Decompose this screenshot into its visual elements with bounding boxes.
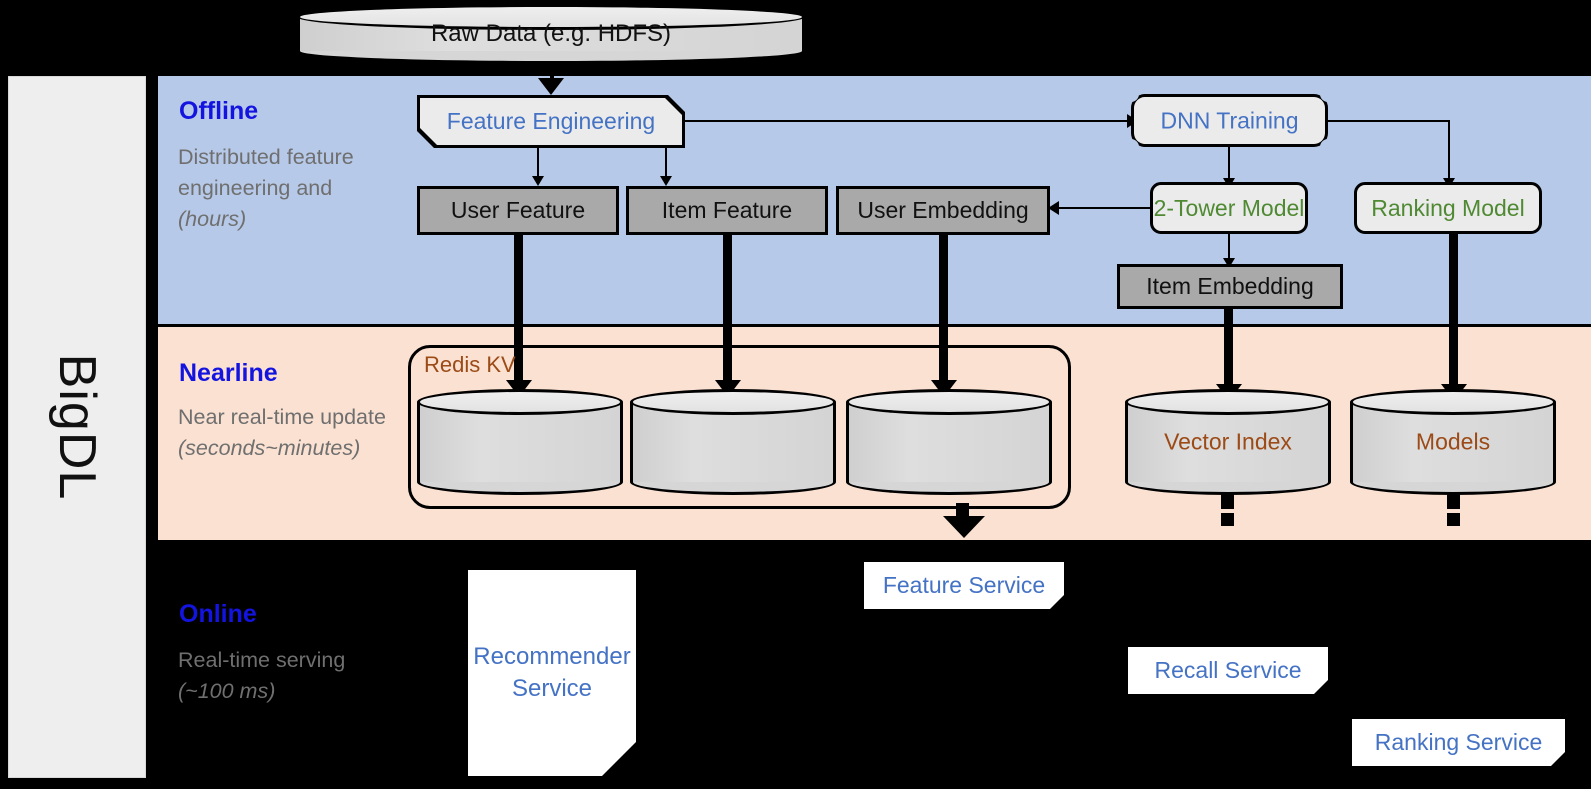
raw-data-cylinder: Raw Data (e.g. HDFS) (297, 4, 805, 64)
nearline-latency: (seconds~minutes) (178, 436, 361, 460)
dnn-training-box[interactable]: DNN Training (1123, 86, 1336, 155)
cylinder-body (630, 402, 836, 482)
arrowhead-fe-itemfeature (660, 176, 672, 186)
bigdl-framework-rail: BigDL (8, 76, 146, 778)
user-feature-label: User Feature (450, 197, 586, 224)
feature-engineering-inner: Feature Engineering (420, 98, 682, 145)
ranking-model-label: Ranking Model (1371, 194, 1525, 221)
page-fold-icon (1314, 680, 1328, 694)
stage-description-online: Real-time serving (~100 ms) (178, 645, 358, 707)
two-tower-model-label: 2-Tower Model (1153, 194, 1305, 221)
offline-desc-text: Distributed feature engineering and (178, 145, 354, 200)
dash-models-1 (1447, 492, 1460, 509)
item-feature-box[interactable]: Item Feature (626, 186, 828, 235)
item-embedding-box[interactable]: Item Embedding (1117, 264, 1343, 309)
connector-dnn-twotower (1228, 147, 1230, 180)
dnn-training-inner (1134, 97, 1325, 144)
feature-service-card[interactable]: Feature Service (864, 562, 1064, 609)
raw-data-label: Raw Data (e.g. HDFS) (430, 20, 672, 47)
arrowhead-twotower-itemembedding (1223, 258, 1235, 268)
recommender-service-label: Recommender Service (473, 642, 631, 702)
page-fold-icon (1551, 752, 1565, 766)
two-tower-model-box[interactable]: 2-Tower Model (1150, 182, 1308, 234)
ranking-model-box[interactable]: Ranking Model (1354, 182, 1542, 234)
connector-fe-userfeature (537, 148, 539, 178)
pipe-rankingmodel-models (1449, 233, 1458, 391)
bigdl-label: BigDL (48, 353, 106, 501)
nearline-desc-text: Near real-time update (178, 405, 386, 429)
cylinder-top (1350, 389, 1556, 415)
item-feature-store-cylinder[interactable] (630, 389, 836, 495)
arrowhead-twotower-userembedding (1048, 201, 1059, 215)
dnn-training-label: DNN Training (1160, 107, 1299, 133)
arrowhead-redis-featureservice (943, 516, 985, 538)
item-embedding-label: Item Embedding (1146, 273, 1314, 300)
dash-vectorindex-2 (1221, 513, 1234, 526)
cylinder-top (417, 389, 623, 415)
ranking-service-card[interactable]: Ranking Service (1352, 719, 1565, 766)
recommender-service-card[interactable]: Recommender Service (468, 570, 636, 776)
connector-rawdata-fe (550, 64, 554, 84)
pipe-userfeature-store (514, 233, 523, 388)
connector-redis-featureservice (956, 503, 969, 519)
user-embedding-label: User Embedding (857, 197, 1029, 224)
pipe-itemfeature-store (723, 233, 732, 388)
cylinder-body (1350, 402, 1556, 482)
arrowhead-rawdata-fe (538, 78, 564, 95)
connector-twotower-userembedding (1058, 207, 1150, 209)
feature-service-label: Feature Service (882, 572, 1046, 599)
cylinder-body (1125, 402, 1331, 482)
connector-twotower-itemembedding (1228, 234, 1230, 261)
user-feature-store-cylinder[interactable] (417, 389, 623, 495)
recall-service-card[interactable]: Recall Service (1128, 647, 1328, 694)
arrowhead-fe-userfeature (532, 176, 544, 186)
feature-engineering-label: Feature Engineering (446, 108, 656, 135)
card-notch-tr (1320, 86, 1336, 102)
cylinder-top (630, 389, 836, 415)
vector-index-cylinder[interactable]: Vector Index (1125, 389, 1331, 495)
connector-dnn-ranking-h (1328, 120, 1450, 122)
connector-fe-itemfeature (665, 148, 667, 178)
dash-vectorindex-1 (1221, 492, 1234, 509)
stage-title-online: Online (179, 600, 257, 628)
cylinder-top (1125, 389, 1331, 415)
card-notch-br (1320, 139, 1336, 155)
stage-title-nearline: Nearline (179, 359, 278, 387)
online-latency: (~100 ms) (178, 679, 276, 703)
redis-kv-label: Redis KV (424, 352, 516, 377)
offline-latency: (hours) (178, 207, 247, 231)
user-embedding-store-cylinder[interactable] (846, 389, 1052, 495)
stage-title-offline: Offline (179, 97, 259, 125)
connector-dnn-ranking-v (1448, 120, 1450, 180)
card-notch-tl (1123, 86, 1139, 102)
stage-description-offline: Distributed feature engineering and (hou… (178, 142, 358, 235)
models-label: Models (1415, 428, 1491, 455)
item-feature-label: Item Feature (661, 197, 793, 224)
pipe-itemembedding-vectorindex (1224, 307, 1233, 392)
card-notch-bl (1123, 139, 1139, 155)
online-desc-text: Real-time serving (178, 648, 346, 672)
user-embedding-box[interactable]: User Embedding (836, 186, 1050, 235)
user-feature-box[interactable]: User Feature (417, 186, 619, 235)
recall-service-label: Recall Service (1154, 657, 1302, 684)
page-fold-icon (1050, 595, 1064, 609)
cylinder-top (846, 389, 1052, 415)
cylinder-body (417, 402, 623, 482)
dash-models-2 (1447, 513, 1460, 526)
page-fold-icon (602, 742, 636, 776)
vector-index-label: Vector Index (1164, 428, 1292, 455)
connector-fe-dnn (685, 120, 1129, 122)
redis-kv-container (408, 345, 1071, 509)
models-cylinder[interactable]: Models (1350, 389, 1556, 495)
stage-description-nearline: Near real-time update (seconds~minutes) (178, 402, 413, 464)
feature-engineering-box[interactable]: Feature Engineering (417, 95, 685, 148)
ranking-service-label: Ranking Service (1374, 729, 1543, 756)
pipe-userembedding-store (939, 233, 948, 388)
cylinder-body (846, 402, 1052, 482)
cylinder-top (297, 4, 805, 30)
